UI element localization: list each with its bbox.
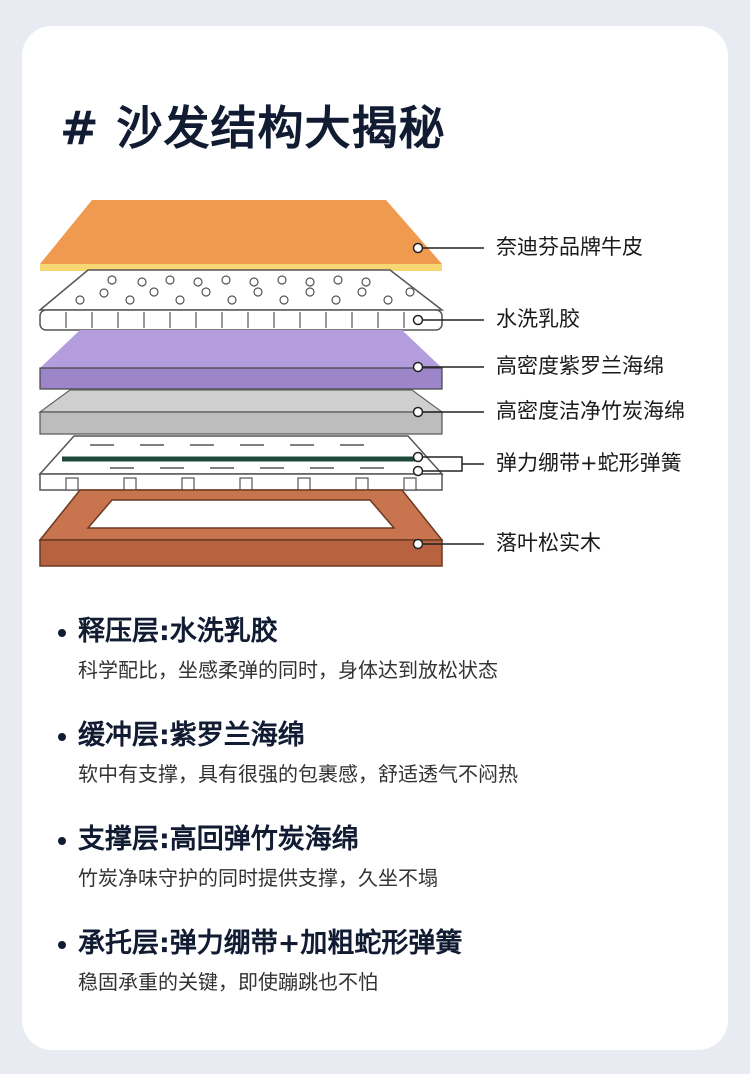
layer-label-violet-foam: 高密度紫罗兰海绵	[496, 354, 664, 378]
section-description: 竹炭净味守护的同时提供支撑，久坐不塌	[78, 866, 438, 890]
spring-layer	[38, 435, 444, 491]
section-heading: 缓冲层:紫罗兰海绵	[78, 720, 305, 751]
wood-frame-layer	[38, 489, 444, 567]
bamboo-foam-layer	[38, 389, 444, 435]
leader-lines	[412, 242, 484, 550]
leather-layer	[40, 200, 442, 271]
section-heading: 释压层:水洗乳胶	[78, 616, 278, 647]
layer-label-wood-frame: 落叶松实木	[496, 531, 601, 555]
page-title: # 沙发结构大揭秘	[60, 101, 446, 155]
section-description: 稳固承重的关键，即使蹦跳也不怕	[78, 970, 378, 994]
layer-label-bamboo-foam: 高密度洁净竹炭海绵	[496, 399, 685, 423]
section-heading: 承托层:弹力绷带+加粗蛇形弹簧	[78, 928, 463, 959]
layer-label-latex: 水洗乳胶	[496, 307, 580, 331]
bullet-dot	[58, 629, 66, 637]
layer-label-leather: 奈迪芬品牌牛皮	[496, 235, 643, 259]
section-heading: 支撑层:高回弹竹炭海绵	[78, 824, 359, 855]
bullet-dot	[58, 733, 66, 741]
bullet-dot	[58, 941, 66, 949]
violet-foam-layer	[39, 330, 443, 390]
section-description: 科学配比，坐感柔弹的同时，身体达到放松状态	[78, 658, 498, 682]
section-description: 软中有支撑，具有很强的包裹感，舒适透气不闷热	[78, 762, 518, 786]
latex-layer	[37, 269, 445, 331]
layer-label-springs: 弹力绷带+蛇形弹簧	[496, 451, 682, 475]
bullet-dot	[58, 837, 66, 845]
